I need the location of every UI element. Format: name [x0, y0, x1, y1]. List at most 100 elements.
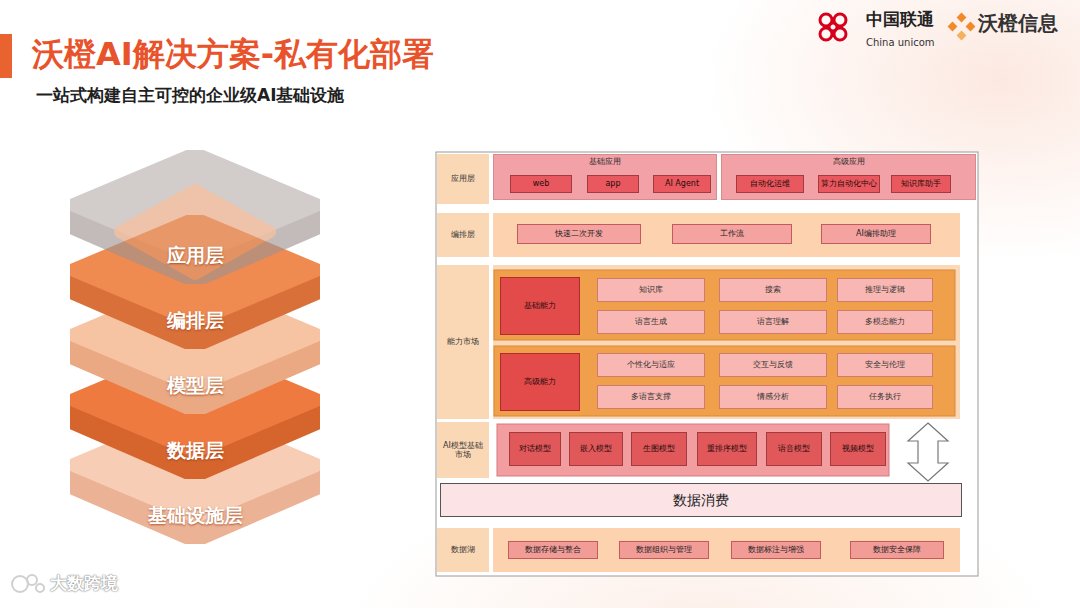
ability-box: 个性化与适应 — [597, 353, 705, 377]
box-label: 数据组织与管理 — [636, 545, 692, 554]
box-label: 基础应用 — [589, 157, 621, 166]
slide-title: 沃橙AI解决方案-私有化部署 — [32, 36, 434, 73]
box-label: 快速二次开发 — [555, 229, 603, 238]
ability-box: 知识库 — [597, 278, 705, 302]
ability-box: 语言生成 — [597, 310, 705, 334]
box-label: 数据安全保障 — [873, 545, 921, 554]
unicom-logo — [820, 14, 846, 40]
subtitle-text: 一站式构建自主可控的企业级AI基础设施 — [36, 85, 344, 105]
box-label: 语言理解 — [757, 317, 789, 326]
wocheng-logo — [948, 13, 976, 41]
slab-top — [74, 414, 316, 516]
group-box: 基础应用 web app AI Agent — [493, 154, 717, 200]
box-label: 工作流 — [720, 229, 744, 238]
process-box: 快速二次开发 — [517, 224, 641, 244]
ability-box: 任务执行 — [837, 385, 933, 409]
box-label: 高级能力 — [524, 377, 556, 386]
box-label: AI Agent — [665, 179, 699, 188]
process-box: AI编排助理 — [821, 224, 931, 244]
row-label: 应用层 — [437, 154, 489, 204]
box-label: 知识库助手 — [901, 179, 941, 188]
app-box: AI Agent — [653, 175, 711, 193]
app-box: web — [510, 175, 572, 193]
layer-name: 应用层 — [167, 245, 224, 267]
row-label: 编排层 — [437, 213, 489, 257]
ability-box: 情感分析 — [719, 385, 827, 409]
box-label: 应用层 — [448, 174, 478, 183]
process-box: 工作流 — [672, 224, 792, 244]
category-box: 基础能力 — [500, 277, 580, 335]
box-label: AI编排助理 — [856, 229, 896, 238]
app-box: app — [587, 175, 639, 193]
slab-glow — [120, 190, 270, 274]
category-box: 高级能力 — [500, 353, 580, 411]
diagram-frame — [436, 152, 978, 576]
box-label: 推理与逻辑 — [865, 285, 905, 294]
ability-box: 搜索 — [719, 278, 827, 302]
box-label: app — [605, 179, 620, 188]
box-label: 搜索 — [765, 285, 781, 294]
box-label: 能力市场 — [444, 337, 482, 346]
box-label: AI模型基础市场 — [437, 441, 489, 459]
box-label: 语音模型 — [778, 444, 810, 453]
box-label: 生图模型 — [643, 444, 675, 453]
box-label: 基础能力 — [524, 301, 556, 310]
app-box: 算力自动化中心 — [818, 175, 880, 193]
ability-box: 交互与反馈 — [719, 353, 827, 377]
watermark-text: 大数跨境 — [50, 573, 118, 593]
model-box: 对话模型 — [509, 432, 561, 466]
slab-top — [74, 349, 316, 451]
row-label: AI模型基础市场 — [437, 422, 489, 478]
group-box: 高级应用自动化运维 算力自动化中心 知识库助手 — [721, 154, 976, 200]
box-label: 自动化运维 — [750, 179, 790, 188]
data-box: 数据组织与管理 — [619, 541, 709, 559]
box-label: 编排层 — [448, 230, 478, 239]
watermark: 大数跨境 — [50, 574, 118, 594]
ability-panel — [494, 346, 955, 416]
box-label: 高级应用 — [833, 157, 865, 166]
box-label: 视频模型 — [842, 444, 874, 453]
data-box: 数据标注与增强 — [731, 541, 821, 559]
app-box: 知识库助手 — [891, 175, 951, 193]
app-box: 自动化运维 — [736, 175, 804, 193]
logo-subtext-text: China unicom — [866, 37, 935, 48]
double-arrow — [908, 423, 948, 481]
box-label: 多语言支撑 — [631, 392, 671, 401]
box-label: 数据消费 — [673, 492, 729, 508]
model-box: 语音模型 — [766, 432, 822, 466]
layer-name: 基础设施层 — [148, 505, 243, 527]
box-label: 数据存储与整合 — [525, 545, 581, 554]
box-label: 安全与伦理 — [865, 360, 905, 369]
box-label: 数据湖 — [448, 545, 478, 554]
ability-panel — [494, 270, 955, 340]
data-box: 数据安全保障 — [850, 541, 944, 559]
logo-text: 中国联通 — [866, 10, 934, 30]
box-label: 个性化与适应 — [627, 360, 675, 369]
ability-box: 多模态能力 — [837, 310, 933, 334]
row-label: 数据湖 — [437, 528, 489, 572]
ability-box: 语言理解 — [719, 310, 827, 334]
layer-name: 数据层 — [167, 440, 224, 462]
row-label: 能力市场 — [437, 265, 489, 419]
box-label: 对话模型 — [519, 444, 551, 453]
box-label: 数据标注与增强 — [748, 545, 804, 554]
orchestration-band — [493, 213, 960, 257]
logo-text: 沃橙信息 — [978, 12, 1058, 35]
model-box: 嵌入模型 — [569, 432, 623, 466]
model-box: 生图模型 — [631, 432, 687, 466]
data-lake-band — [493, 528, 960, 572]
box-label: 交互与反馈 — [753, 360, 793, 369]
layer-name: 编排层 — [167, 310, 224, 332]
data-box: 数据存储与整合 — [508, 541, 598, 559]
box-label: 任务执行 — [869, 392, 901, 401]
slab-top — [74, 219, 316, 321]
logo-text-text: 中国联通 — [866, 9, 934, 29]
slab-top — [74, 284, 316, 386]
layer-name: 模型层 — [167, 375, 224, 397]
box-label: web — [533, 179, 550, 188]
ability-box: 安全与伦理 — [837, 353, 933, 377]
model-box: 重排序模型 — [697, 432, 757, 466]
subtitle: 一站式构建自主可控的企业级AI基础设施 — [36, 86, 344, 106]
logo-subtext: China unicom — [866, 31, 935, 50]
model-band — [497, 424, 889, 476]
